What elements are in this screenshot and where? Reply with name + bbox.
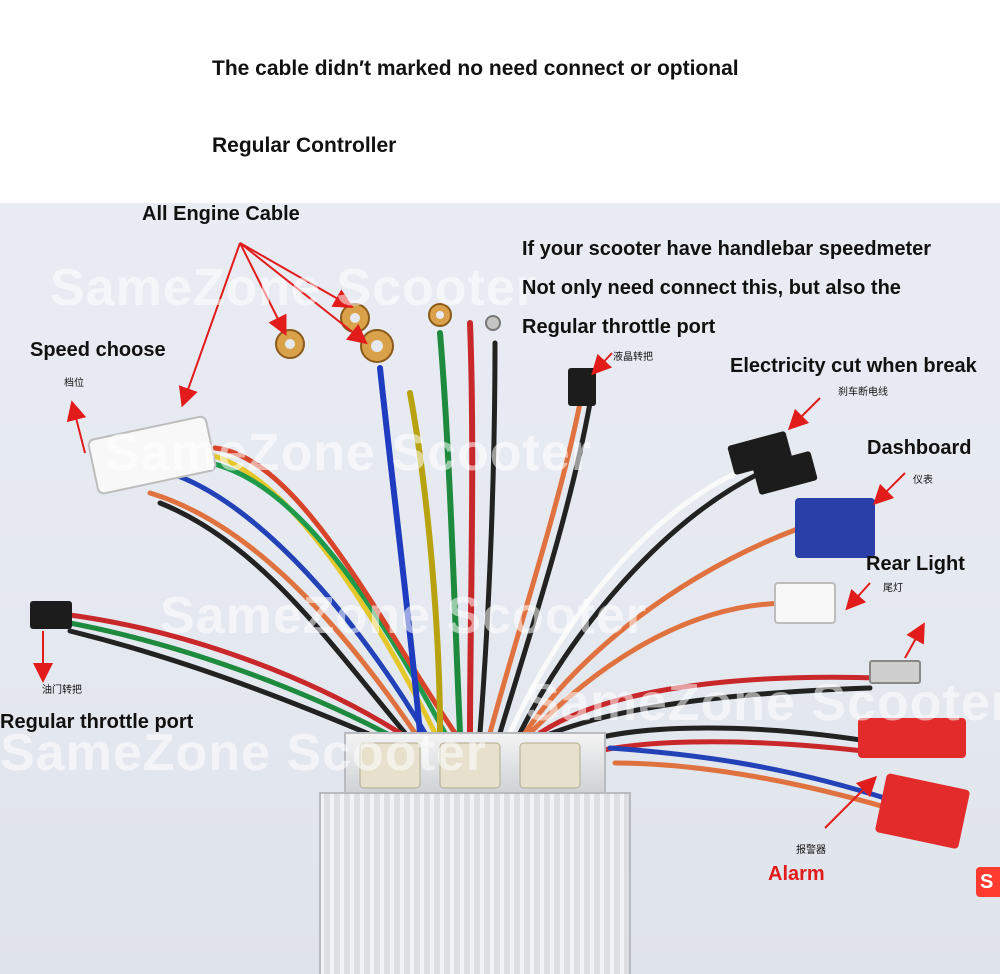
throttle-connector: [30, 601, 72, 629]
label-speedmeter-line2: Not only need connect this, but also the: [522, 277, 901, 299]
label-speed-choose: Speed choose: [30, 339, 166, 361]
label-electricity-cut: Electricity cut when break: [730, 355, 977, 377]
watermark: SameZone Scooter: [105, 424, 593, 482]
wire: [507, 460, 763, 736]
dashboard-connector: [795, 498, 875, 558]
speed-choose-connector: [87, 415, 217, 495]
wire: [527, 600, 793, 736]
annotation-arrow: [787, 397, 821, 431]
wire: [67, 628, 393, 746]
watermark: SameZone Scooter: [525, 674, 1000, 732]
label-speed-choose-cn: 档位: [64, 378, 84, 389]
controller-box: [319, 732, 631, 974]
wire: [147, 490, 418, 736]
wire: [377, 365, 423, 736]
wire: [487, 400, 583, 736]
annotation-arrow: [66, 400, 87, 454]
annotation-arrow: [239, 242, 354, 308]
wire: [167, 470, 428, 736]
label-speedmeter-line1: If your scooter have handlebar speedmete…: [522, 238, 932, 260]
label-rear-light-cn: 尾灯: [883, 583, 903, 594]
label-speedmeter-line3: Regular throttle port: [522, 316, 716, 338]
header-subtitle: Regular Controller: [212, 134, 397, 157]
wire: [67, 620, 398, 741]
label-throttle-cn: 油门转把: [42, 685, 82, 696]
label-alarm-cn: 报警器: [796, 845, 826, 856]
wire: [407, 390, 443, 736]
annotation-arrow: [824, 775, 878, 829]
annotation-arrow: [904, 622, 925, 659]
wire: [612, 760, 908, 816]
spade-connector: [869, 660, 921, 684]
connectors: [30, 368, 970, 849]
annotation-arrow: [178, 242, 241, 408]
label-lcd-throttle-cn: 液晶转把: [613, 352, 653, 363]
label-dashboard: Dashboard: [867, 437, 972, 459]
annotation-arrow: [591, 352, 613, 376]
wire: [197, 450, 438, 736]
label-all-engine-cable: All Engine Cable: [142, 203, 300, 225]
label-regular-throttle-port: Regular throttle port: [0, 711, 194, 733]
wire: [437, 330, 463, 736]
alarm-connector: [875, 773, 970, 849]
label-dashboard-cn: 仪表: [913, 475, 933, 486]
annotation-arrow: [239, 242, 287, 336]
wire: [497, 400, 593, 736]
ring-terminals: [275, 303, 501, 363]
label-brake-cn: 刹车断电线: [838, 387, 888, 398]
label-alarm: Alarm: [768, 863, 825, 885]
brake-connector-2: [752, 451, 818, 495]
wire: [157, 500, 408, 736]
wire: [477, 340, 498, 736]
watermark: SameZone Scooter: [50, 259, 538, 317]
lcd-throttle-connector: [568, 368, 596, 406]
wiring-illustration: [30, 242, 970, 974]
header-note: The cable didn′t marked no need connect …: [212, 57, 739, 80]
annotation-arrow: [845, 582, 871, 611]
label-rear-light: Rear Light: [866, 553, 965, 575]
watermark: SameZone Scooter: [160, 587, 648, 645]
wire: [67, 612, 403, 736]
wire: [577, 725, 883, 746]
ring-terminal: [485, 315, 501, 331]
wire: [537, 674, 883, 736]
wire: [212, 445, 458, 736]
wire: [522, 525, 803, 736]
wire: [517, 470, 763, 736]
rear-light-connector: [774, 582, 836, 624]
annotation-arrow: [872, 472, 906, 506]
wire: [607, 745, 903, 806]
watermark: SameZone Scooter: [0, 724, 488, 782]
wire: [537, 685, 873, 741]
wire: [467, 320, 476, 736]
controller-photo: SameZone Scooter SameZone Scooter SameZo…: [0, 203, 1000, 974]
brand-logo-icon: S: [976, 867, 1000, 897]
annotation-arrow: [239, 242, 368, 345]
red-connector: [858, 718, 966, 758]
